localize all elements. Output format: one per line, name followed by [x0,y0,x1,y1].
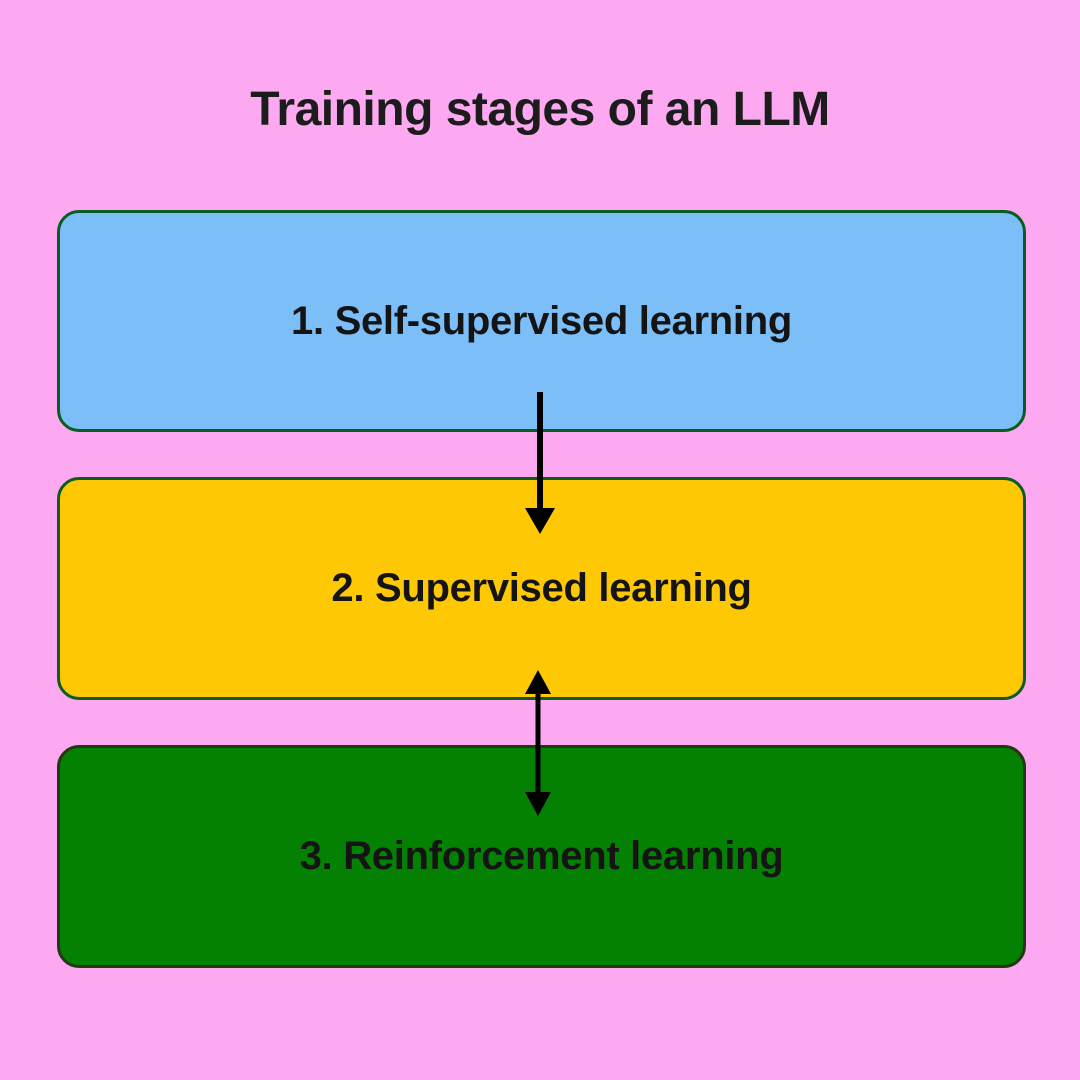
arrow-up-down-icon [525,670,551,816]
stage-label-self-supervised: 1. Self-supervised learning [291,298,792,343]
arrow-down-icon [525,392,555,534]
diagram-title: Training stages of an LLM [250,83,830,136]
stage-label-supervised: 2. Supervised learning [331,566,752,610]
stage-label-reinforcement: 3. Reinforcement learning [299,834,784,878]
stage-box-reinforcement: 3. Reinforcement learning [57,745,1026,968]
